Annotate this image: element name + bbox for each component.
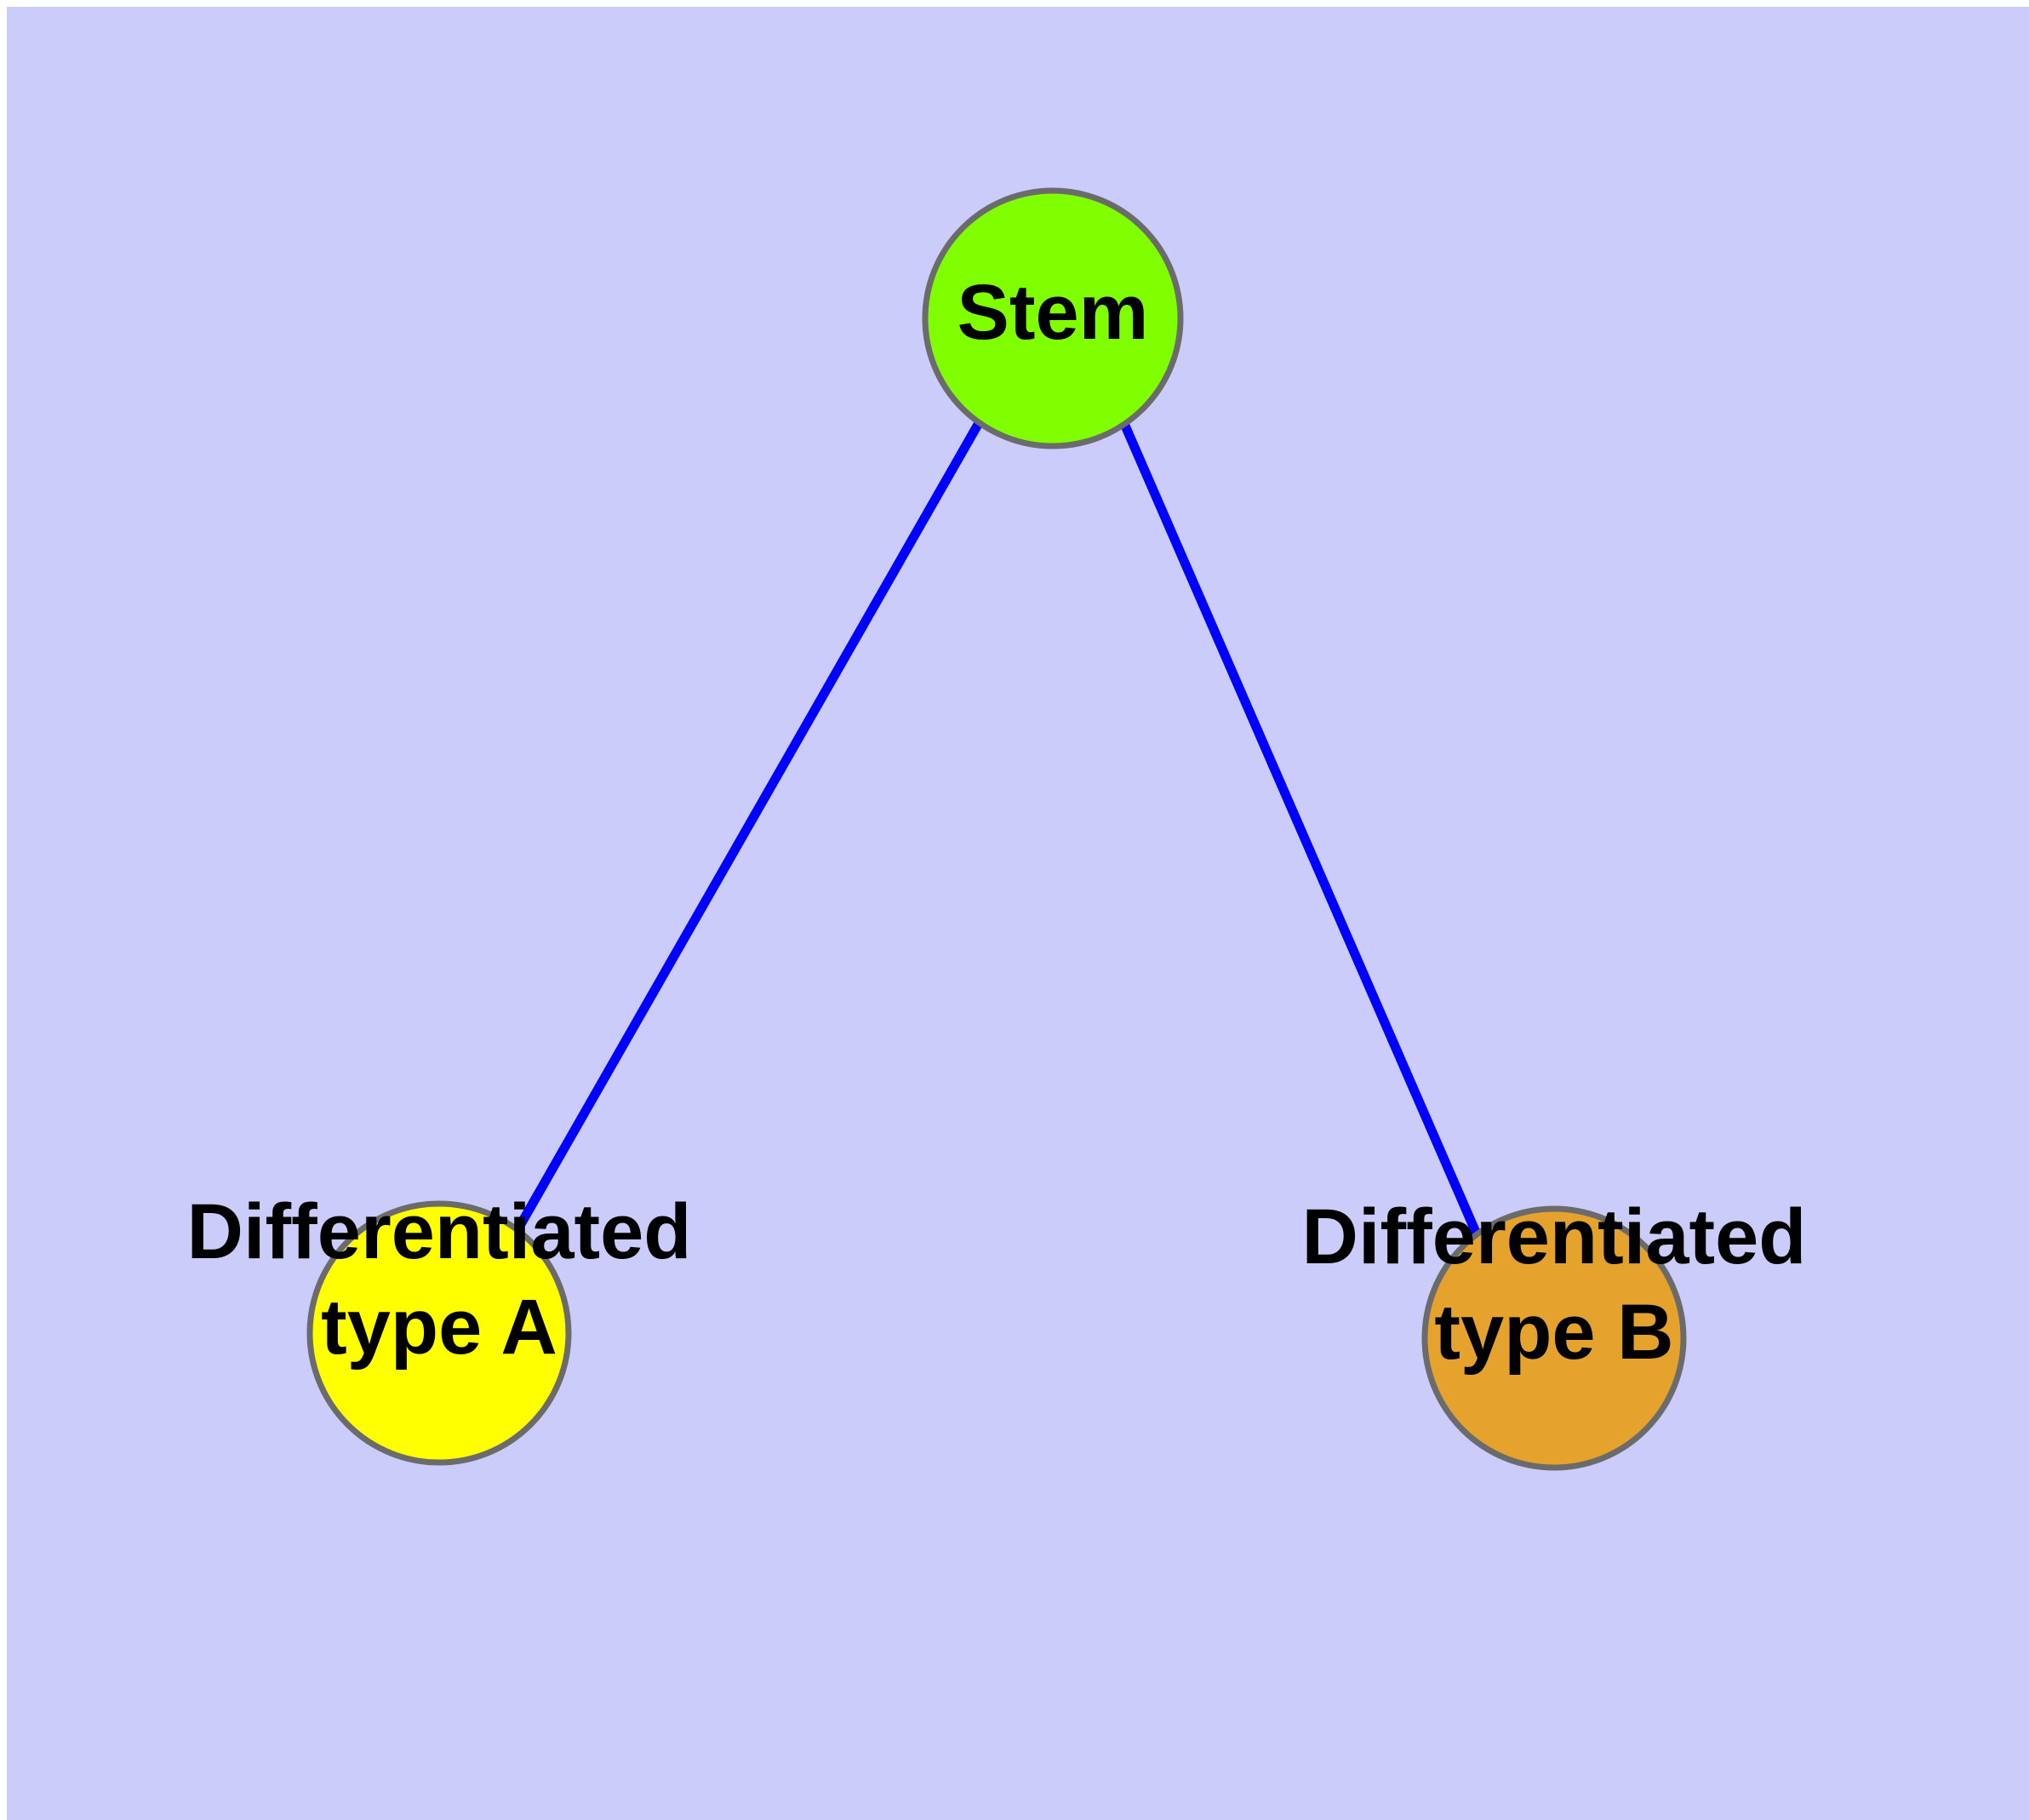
node-label-diff-b: Differentiated type B (1302, 1193, 1807, 1376)
node-label-line: type B (1434, 1289, 1673, 1376)
node-label-line: Differentiated (187, 1188, 692, 1275)
edge-stem-to-diff-a[interactable] (513, 421, 983, 1233)
node-label-line: type A (321, 1284, 557, 1371)
edge-stem-to-diff-b[interactable] (1120, 423, 1483, 1239)
node-diff-b[interactable] (1421, 1205, 1687, 1471)
node-diff-a[interactable] (306, 1200, 572, 1466)
nodes-group (306, 187, 1687, 1471)
node-label-line: Stem (957, 269, 1149, 356)
node-label-diff-a: Differentiated type A (187, 1188, 692, 1371)
node-label-line: Differentiated (1302, 1193, 1807, 1280)
node-label-stem: Stem (957, 269, 1149, 356)
node-stem[interactable] (922, 187, 1184, 449)
edges-group (513, 421, 1483, 1239)
